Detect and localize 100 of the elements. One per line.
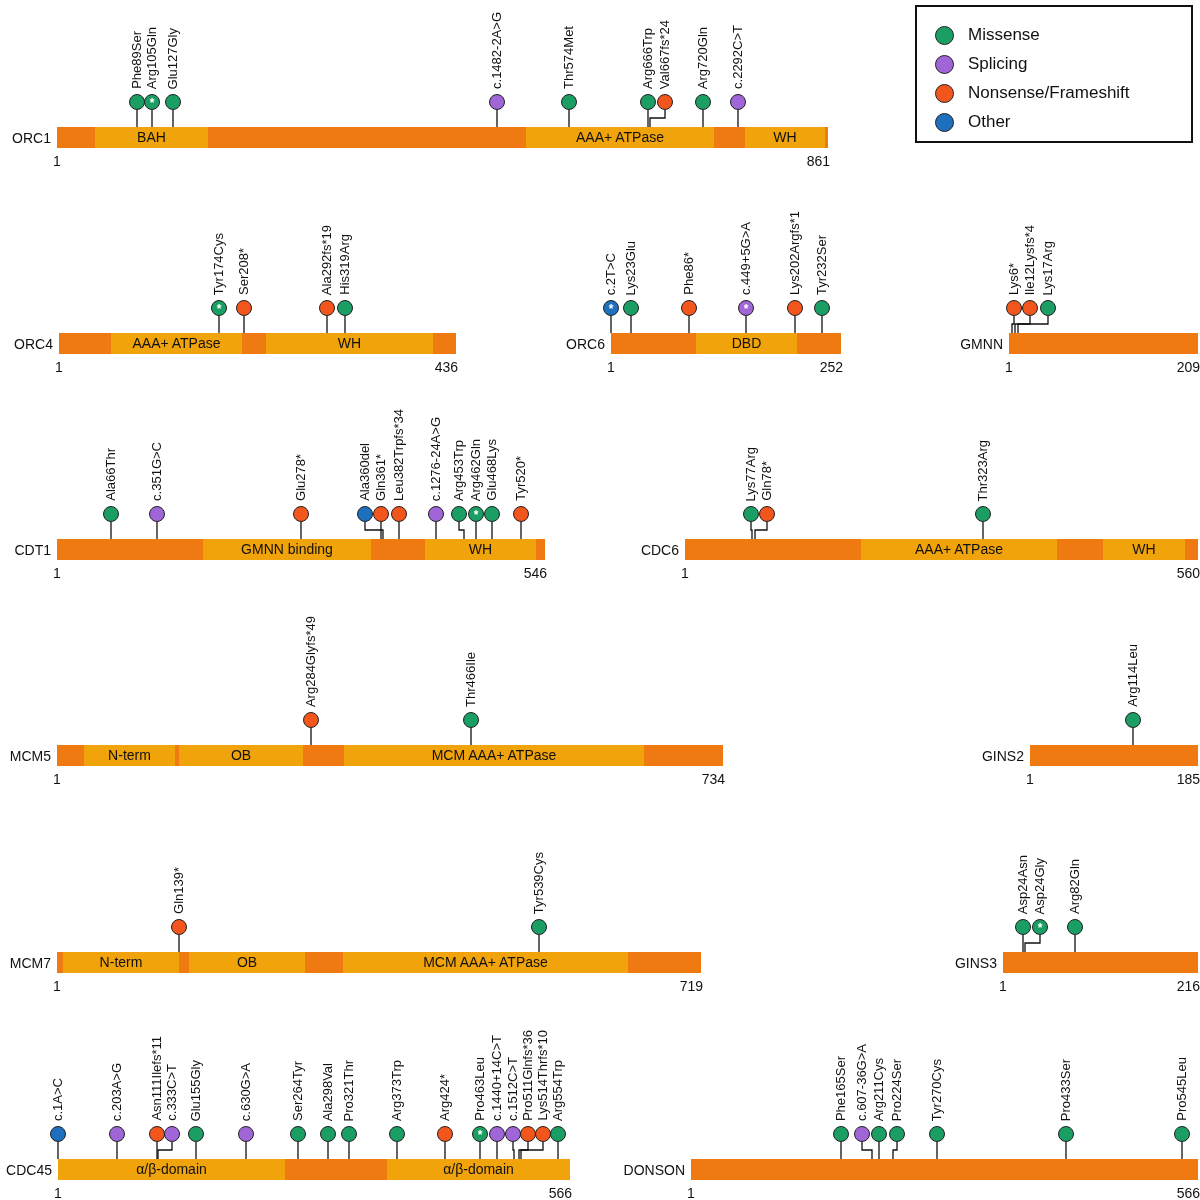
variant-label: Ala66Thr — [104, 448, 118, 501]
protein-bar — [691, 1159, 1198, 1180]
variant-label: Pro433Ser — [1059, 1058, 1073, 1121]
variant-label: c.1A>C — [51, 1078, 65, 1121]
variant-label: Tyr232Ser — [815, 235, 829, 295]
variant-label: Tyr174Cys — [212, 232, 226, 295]
variant-label: Arg424* — [438, 1074, 452, 1121]
stick-line — [364, 521, 382, 540]
protein-name: CDT1 — [14, 542, 51, 558]
variant-label: Arg114Leu — [1126, 644, 1140, 707]
protein-bar — [1030, 745, 1198, 766]
stick-line — [518, 1141, 529, 1160]
protein-bar — [57, 539, 545, 560]
stick-line — [878, 1141, 880, 1160]
variant-label: Val667fs*24 — [658, 19, 672, 89]
stick-line — [750, 521, 753, 540]
variant-label: Pro463Leu — [473, 1057, 487, 1121]
domain-segment: BAH — [95, 127, 208, 148]
stick-line — [156, 521, 158, 540]
stick-line — [195, 1141, 197, 1160]
domain-segment: WH — [425, 539, 536, 560]
variant-label: Lys6* — [1007, 262, 1021, 295]
position-number: 546 — [523, 565, 547, 581]
variant-label: Arg720Gln — [696, 26, 710, 89]
variant-label: Arg666Trp — [641, 28, 655, 89]
protein-name: GINS3 — [955, 955, 997, 971]
protein-bar — [1003, 952, 1198, 973]
stick-line — [1022, 934, 1024, 953]
domain-segment: WH — [745, 127, 825, 148]
domain-segment: α/β-domain — [387, 1159, 570, 1180]
variant-label: c.1482-2A>G — [490, 12, 504, 89]
variant-dot: * — [1032, 919, 1048, 935]
stick-line — [380, 521, 384, 540]
position-number: 1 — [999, 978, 1007, 994]
stick-line — [982, 521, 984, 540]
variant-label: Lys202Argfs*1 — [788, 210, 802, 295]
stick-line — [310, 727, 312, 746]
legend-label: Missense — [968, 25, 1040, 45]
position-number: 861 — [806, 153, 830, 169]
stick-line — [936, 1141, 938, 1160]
position-number: 1 — [53, 978, 61, 994]
stick-line — [647, 109, 649, 128]
legend-label: Other — [968, 112, 1011, 132]
position-number: 1 — [607, 359, 615, 375]
stick-line — [737, 109, 739, 128]
stick-line — [1011, 315, 1015, 334]
domain-segment: AAA+ ATPase — [861, 539, 1057, 560]
variant-label: Arg105Gln — [145, 26, 159, 89]
stick-line — [326, 315, 328, 334]
stick-line — [57, 1141, 59, 1160]
stick-line — [520, 1141, 544, 1160]
variant-label: Asp24Gly — [1033, 857, 1047, 914]
variant-label: c.607-36G>A — [855, 1044, 869, 1121]
protein-name: MCM5 — [9, 748, 51, 764]
domain-segment: OB — [189, 952, 305, 973]
variant-label: Glu155Gly — [189, 1059, 203, 1121]
variant-label: c.2292C>T — [731, 25, 745, 89]
variant-label: Lys514Thrfs*10 — [536, 1030, 550, 1121]
protein-bar — [611, 333, 841, 354]
stick-line — [1014, 315, 1031, 334]
protein-bar — [57, 952, 701, 973]
variant-dot: * — [472, 1126, 488, 1142]
variant-label: Arg211Cys — [872, 1057, 886, 1121]
variant-label: Phe89Ser — [130, 31, 144, 89]
stick-line — [861, 1141, 873, 1160]
stick-line — [156, 1141, 158, 1160]
variant-dot: * — [603, 300, 619, 316]
stick-line — [840, 1141, 842, 1160]
stick-line — [444, 1141, 446, 1160]
variant-label: Arg373Trp — [390, 1060, 404, 1121]
variant-label: His319Arg — [338, 234, 352, 295]
stick-line — [630, 315, 632, 334]
variant-label: c.351G>C — [150, 442, 164, 501]
protein-name: DONSON — [623, 1162, 685, 1178]
domain-segment: AAA+ ATPase — [111, 333, 242, 354]
position-number: 1 — [687, 1185, 695, 1200]
variant-label: c.1276-24A>G — [429, 416, 443, 501]
stick-line — [1181, 1141, 1183, 1160]
protein-name: CDC6 — [640, 542, 679, 558]
variant-label: Arg453Trp — [452, 440, 466, 501]
position-number: 560 — [1176, 565, 1200, 581]
stick-line — [327, 1141, 329, 1160]
stick-line — [157, 1141, 173, 1160]
position-number: 1 — [55, 359, 63, 375]
position-number: 734 — [701, 771, 725, 787]
stick-line — [116, 1141, 118, 1160]
position-number: 1 — [53, 565, 61, 581]
stick-line — [470, 727, 472, 746]
stick-line — [218, 315, 220, 334]
variant-label: c.203A>G — [110, 1062, 124, 1121]
position-number: 436 — [434, 359, 458, 375]
stick-line — [688, 315, 690, 334]
variant-label: Gln139* — [172, 867, 186, 914]
stick-line — [243, 315, 245, 334]
variant-label: Ser208* — [237, 248, 251, 295]
variant-label: Tyr270Cys — [930, 1058, 944, 1121]
domain-segment: α/β-domain — [58, 1159, 285, 1180]
stick-line — [538, 934, 540, 953]
protein-name: ORC4 — [14, 336, 53, 352]
stick-line — [458, 521, 465, 540]
